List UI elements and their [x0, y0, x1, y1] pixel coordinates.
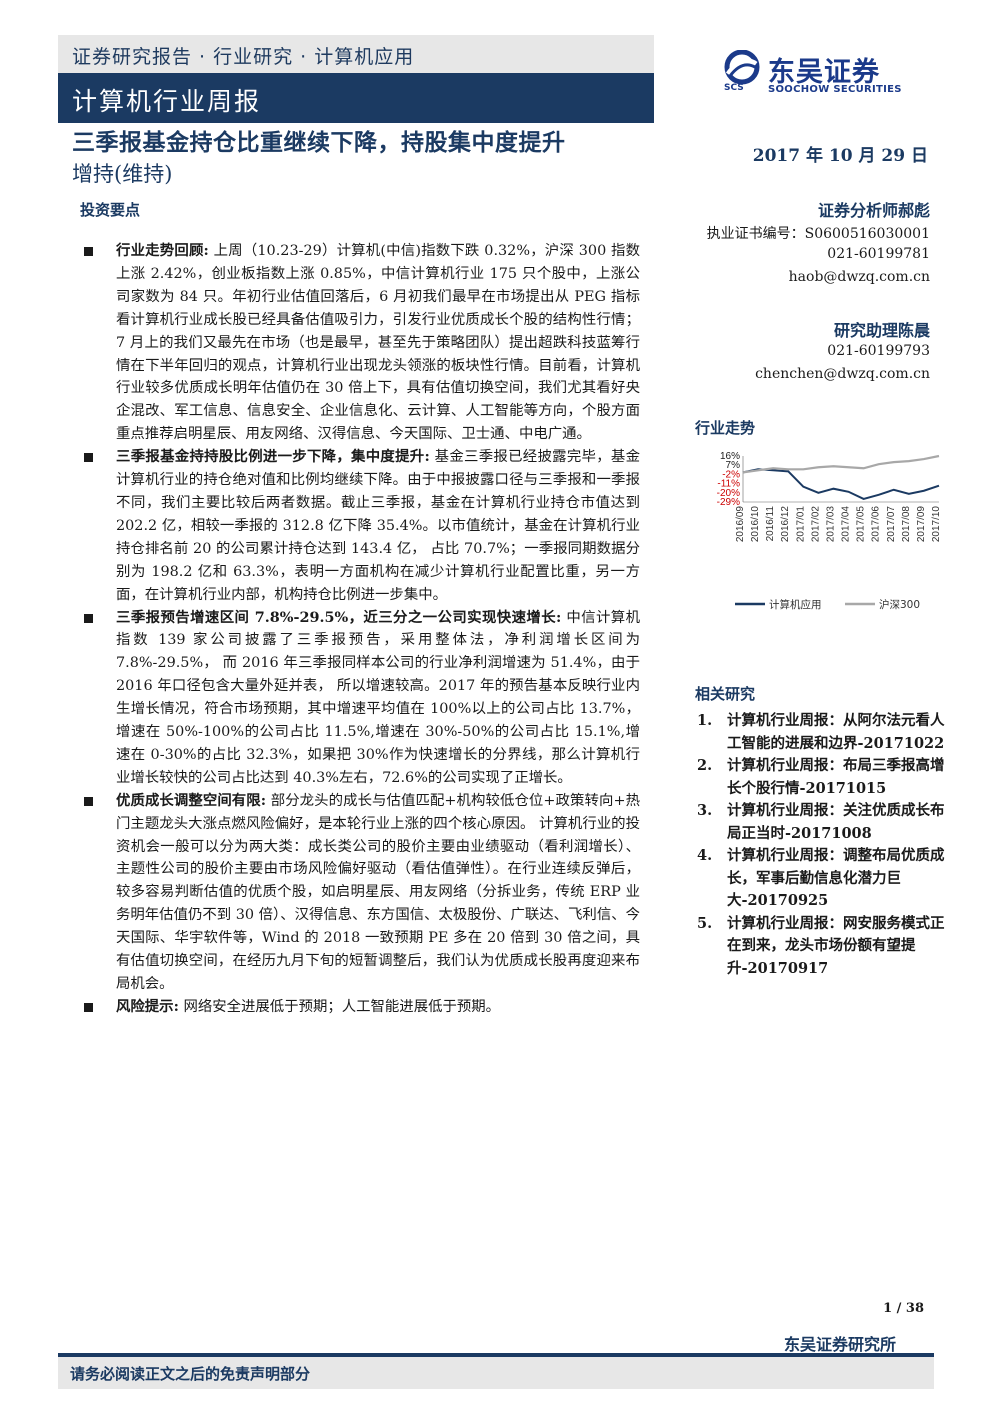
point-text: 部分龙头的成长与估值匹配+机构较低仓位+政策转向+热门主题龙头大涨点燃风险偏好，… [116, 792, 640, 992]
series-line-computer [742, 468, 940, 500]
point-risk: 风险提示: 网络安全进展低于预期；人工智能进展低于预期。 [84, 996, 640, 1019]
chart-x-tick-label: 2017/01 [795, 506, 806, 543]
assistant-phone: 021-60199793 [827, 343, 930, 359]
bullet-square-icon [84, 247, 93, 256]
related-item-text: 计算机行业周报：网安服务模式正在到来，龙头市场份额有望提升-20170917 [727, 914, 945, 977]
point-quality-growth: 优质成长调整空间有限: 部分龙头的成长与估值匹配+机构较低仓位+政策转向+热门主… [84, 790, 640, 996]
point-text: 中信计算机指数 139 家公司披露了三季报预告，采用整体法，净利润增长区间为 7… [116, 609, 640, 786]
chart-x-tick-label: 2016/11 [765, 506, 776, 542]
point-trend-review: 行业走势回顾: 上周（10.23-29）计算机(中信)指数下跌 0.32%，沪深… [84, 240, 640, 446]
bullet-square-icon [84, 453, 93, 463]
bullet-square-icon [84, 613, 93, 623]
related-item-number: 2. [697, 757, 713, 774]
series-line-hs300 [742, 454, 940, 474]
logo-mark-icon [724, 50, 760, 85]
point-lead: 三季报预告增速区间 7.8%-29.5%，近三分之一公司实现快速增长: [116, 608, 562, 626]
institute-name: 东吴证券研究所 [783, 1335, 896, 1354]
bullet-square-icon [84, 1002, 93, 1012]
footer-disclaimer-band: 请务必阅读正文之后的免责声明部分 [58, 1357, 934, 1389]
report-date: 2017 年 10 月 29 日 [752, 146, 928, 166]
related-item[interactable]: 4. 计算机行业周报：调整布局优质成长，军事后勤信息化潜力巨大-20170925 [695, 845, 951, 913]
analyst-email[interactable]: haob@dwzq.com.cn [788, 269, 930, 285]
related-item-number: 1. [697, 712, 713, 729]
analyst-cert: 执业证书编号：S0600516030001 [706, 226, 930, 242]
chart-x-tick-label: 2017/06 [871, 506, 882, 543]
analyst-name: 证券分析师郝彪 [817, 201, 930, 220]
chart-x-tick-label: 2017/02 [810, 506, 821, 543]
trend-heading: 行业走势 [695, 419, 756, 437]
report-type: 计算机行业周报 [72, 87, 262, 116]
header-category-band: 证券研究报告 · 行业研究 · 计算机应用 [58, 35, 654, 73]
assistant-name: 研究助理陈晨 [833, 321, 930, 340]
related-item-text: 计算机行业周报：布局三季报高增长个股行情-20171015 [727, 757, 945, 797]
chart-x-tick-label: 2016/12 [780, 506, 791, 543]
chart-y-tick-label: 16% [720, 451, 740, 462]
industry-trend-chart: 16%7%-2%-11%-20%-29%2016/09 2016/10 2016/1… [717, 451, 942, 611]
related-item-text: 计算机行业周报：关注优质成长布局正当时-20171008 [727, 802, 945, 842]
related-item[interactable]: 5. 计算机行业周报：网安服务模式正在到来，龙头市场份额有望提升-20170917 [695, 913, 951, 981]
analyst-phone: 021-60199781 [827, 246, 930, 262]
chart-y-tick-label: -2% [722, 469, 740, 480]
bullet-square-icon [84, 796, 93, 806]
disclaimer-text: 请务必阅读正文之后的免责声明部分 [70, 1365, 311, 1383]
point-text: 上周（10.23-29）计算机(中信)指数下跌 0.32%，沪深 300 指数上… [116, 243, 640, 443]
chart-y-tick-label: -20% [717, 488, 740, 499]
header-category: 证券研究报告 · 行业研究 · 计算机应用 [72, 46, 415, 68]
related-item-text: 计算机行业周报：从阿尔法元看人工智能的进展和边界-20171022 [727, 712, 945, 752]
related-item-number: 4. [697, 847, 713, 864]
chart-x-tick-label: 2017/08 [901, 506, 912, 543]
point-lead: 优质成长调整空间有限: [116, 791, 267, 809]
related-item[interactable]: 3. 计算机行业周报：关注优质成长布局正当时-20171008 [695, 800, 951, 845]
chart-x-tick-label: 2017/04 [841, 506, 852, 543]
assistant-email[interactable]: chenchen@dwzq.com.cn [755, 366, 930, 382]
logo-english-name: SOOCHOW SECURITIES [768, 84, 902, 95]
header-report-type-band: 计算机行业周报 [58, 73, 654, 123]
related-item-number: 5. [697, 914, 713, 932]
point-fund-holdings: 三季报基金持持股比例进一步下降，集中度提升: 基金三季报已经披露完毕，基金计算机… [84, 446, 640, 606]
logo-name: 东吴证券 [768, 57, 880, 88]
point-lead: 三季报基金持持股比例进一步下降，集中度提升: [116, 448, 430, 466]
point-lead: 行业走势回顾: [116, 242, 209, 259]
footer-divider [58, 1353, 934, 1357]
point-text: 基金三季报已经披露完毕，基金计算机行业的持仓绝对值和比例均继续下降。由于中报披露… [116, 449, 640, 603]
chart-y-tick-label: -11% [717, 479, 740, 490]
related-heading: 相关研究 [695, 685, 756, 703]
chart-y-tick-label: 7% [726, 460, 741, 471]
chart-x-tick-label: 2017/05 [856, 506, 867, 543]
chart-x-tick-label: 2016/10 [750, 506, 761, 543]
section-heading: 投资要点 [80, 201, 141, 219]
related-item[interactable]: 2. 计算机行业周报：布局三季报高增长个股行情-20171015 [695, 755, 951, 800]
company-logo: 东吴证券 SCS SOOCHOW SECURITIES [722, 50, 932, 102]
point-lead: 风险提示: [116, 997, 179, 1015]
chart-y-tick-label: -29% [717, 497, 740, 508]
investment-points: 行业走势回顾: 上周（10.23-29）计算机(中信)指数下跌 0.32%，沪深… [84, 240, 640, 1019]
related-item-number: 3. [697, 802, 713, 819]
report-title: 三季报基金持仓比重继续下降，持股集中度提升 [72, 129, 566, 156]
point-text: 网络安全进展低于预期；人工智能进展低于预期。 [178, 998, 501, 1015]
related-item[interactable]: 1. 计算机行业周报：从阿尔法元看人工智能的进展和边界-20171022 [695, 710, 951, 755]
page-number: 1 / 38 [883, 1301, 924, 1316]
related-item-text: 计算机行业周报：调整布局优质成长，军事后勤信息化潜力巨大-20170925 [727, 847, 945, 909]
chart-x-tick-label: 2016/09 [735, 506, 746, 543]
related-research-list: 1. 计算机行业周报：从阿尔法元看人工智能的进展和边界-20171022 2. 计算… [695, 710, 951, 980]
chart-x-tick-label: 2017/03 [825, 506, 836, 543]
chart-x-tick-label: 2017/10 [931, 506, 942, 543]
chart-x-tick-label: 2017/07 [886, 506, 897, 543]
legend-label-hs300: 沪深300 [879, 598, 920, 611]
chart-x-tick-label: 2017/09 [916, 506, 927, 543]
legend-label-computer: 计算机应用 [769, 598, 822, 611]
rating: 增持(维持) [72, 162, 173, 186]
logo-abbr: SCS [724, 83, 744, 93]
point-q3-forecast: 三季报预告增速区间 7.8%-29.5%，近三分之一公司实现快速增长: 中信计算… [84, 607, 640, 790]
